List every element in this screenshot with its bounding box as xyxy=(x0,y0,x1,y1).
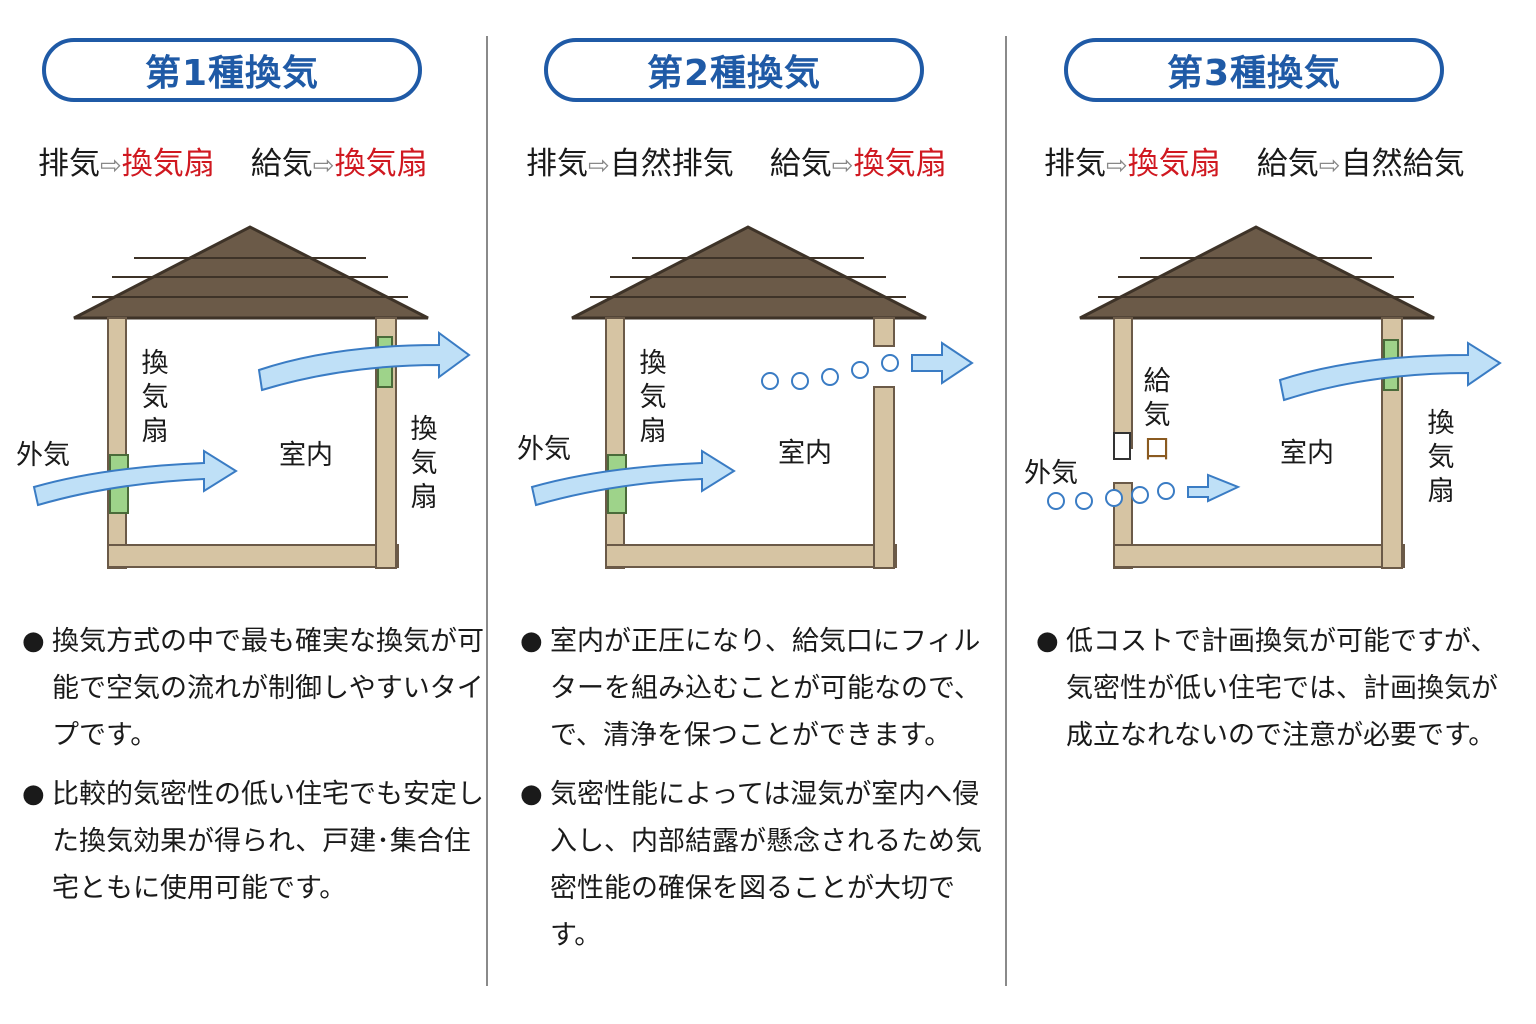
air-arrow-icon xyxy=(530,341,974,507)
arrow-icon: ⇨ xyxy=(1318,151,1341,181)
indoor-label: 室内 xyxy=(1280,438,1334,469)
supply-value: 換気扇 xyxy=(853,146,947,182)
type-3-summary: 排気⇨換気扇給気⇨自然給気 xyxy=(1044,138,1465,183)
type-2-notes: ●室内が正圧になり、給気口にフィルターを組み込むことが可能なので、で、清浄を保つ… xyxy=(520,618,990,971)
outside-air-label: 外気 xyxy=(517,434,571,465)
type-3-column: 第3種換気 排気⇨換気扇給気⇨自然給気 xyxy=(1024,0,1528,1024)
type-1-notes: ●換気方式の中で最も確実な換気が可能で空気の流れが制御しやすいタイプです。 ●比… xyxy=(22,618,492,924)
house-illustration xyxy=(1047,225,1502,569)
roof-icon xyxy=(1079,225,1435,320)
air-arrow-icon xyxy=(1187,341,1502,503)
type-3-house-diagram: 外気 室内 給気口 換気扇 xyxy=(1024,215,1528,595)
note-item: ●気密性能によっては湿気が室内へ侵入し、内部結露が懸念されるため気密性能の確保を… xyxy=(520,771,990,959)
type-2-summary: 排気⇨自然排気給気⇨換気扇 xyxy=(526,138,947,183)
type-1-column: 第1種換気 排気⇨換気扇給気⇨換気扇 xyxy=(14,0,514,1024)
note-item: ●比較的気密性の低い住宅でも安定した換気効果が得られ、戸建･集合住宅ともに使用可… xyxy=(22,771,492,912)
bullet-icon: ● xyxy=(22,626,45,656)
note-item: ●低コストで計画換気が可能ですが、気密性が低い住宅では、計画換気が成立なれないの… xyxy=(1036,618,1506,759)
type-2-house-diagram: 外気 室内 換気扇 xyxy=(512,215,1012,595)
type-1-summary: 排気⇨換気扇給気⇨換気扇 xyxy=(38,138,428,183)
outside-air-label: 外気 xyxy=(16,440,70,471)
supply-label: 給気 xyxy=(769,146,832,182)
supply-vent-label: 給気口 xyxy=(1143,366,1171,465)
fan-label-left: 換気扇 xyxy=(141,348,169,447)
type-2-title-pill: 第2種換気 xyxy=(544,38,924,102)
house-illustration xyxy=(530,225,974,569)
type-1-house-diagram: 外気 室内 換気扇 換気扇 xyxy=(14,215,514,595)
arrow-icon: ⇨ xyxy=(831,151,854,181)
column-divider xyxy=(486,36,488,986)
exhaust-label: 排気 xyxy=(1044,146,1106,182)
exhaust-label: 排気 xyxy=(526,146,588,182)
note-item: ●換気方式の中で最も確実な換気が可能で空気の流れが制御しやすいタイプです。 xyxy=(22,618,492,759)
type-3-title-pill: 第3種換気 xyxy=(1064,38,1444,102)
fan-label-right: 換気扇 xyxy=(410,414,438,513)
type-1-title-pill: 第1種換気 xyxy=(42,38,422,102)
indoor-label: 室内 xyxy=(279,440,333,471)
arrow-icon: ⇨ xyxy=(1106,151,1128,181)
column-divider xyxy=(1005,36,1007,986)
indoor-label: 室内 xyxy=(778,438,832,469)
bullet-icon: ● xyxy=(520,779,543,809)
type-2-column: 第2種換気 排気⇨自然排気給気⇨換気扇 xyxy=(512,0,1012,1024)
type-3-title: 第3種換気 xyxy=(1166,53,1342,94)
air-arrow-icon xyxy=(32,331,471,507)
exhaust-value: 換気扇 xyxy=(1127,146,1221,182)
supply-value: 自然給気 xyxy=(1340,146,1465,182)
exhaust-value: 換気扇 xyxy=(121,146,215,182)
supply-label: 給気 xyxy=(250,146,313,182)
exhaust-value: 自然排気 xyxy=(609,146,734,182)
supply-vent-icon xyxy=(1113,432,1131,460)
type-2-title: 第2種換気 xyxy=(646,53,822,94)
type-3-notes: ●低コストで計画換気が可能ですが、気密性が低い住宅では、計画換気が成立なれないの… xyxy=(1036,618,1506,771)
natural-airflow-dots-icon xyxy=(761,354,899,390)
supply-value: 換気扇 xyxy=(334,146,428,182)
roof-icon xyxy=(571,225,927,320)
note-item: ●室内が正圧になり、給気口にフィルターを組み込むことが可能なので、で、清浄を保つ… xyxy=(520,618,990,759)
arrow-icon: ⇨ xyxy=(588,151,610,181)
bullet-icon: ● xyxy=(520,626,543,656)
fan-label-left: 換気扇 xyxy=(639,348,667,447)
bullet-icon: ● xyxy=(22,779,45,809)
bullet-icon: ● xyxy=(1036,626,1059,656)
exhaust-label: 排気 xyxy=(38,146,100,182)
fan-label-right: 換気扇 xyxy=(1427,408,1455,507)
outside-air-label: 外気 xyxy=(1024,458,1078,489)
roof-icon xyxy=(73,225,429,320)
supply-label: 給気 xyxy=(1256,146,1319,182)
arrow-icon: ⇨ xyxy=(312,151,335,181)
arrow-icon: ⇨ xyxy=(100,151,122,181)
type-1-title: 第1種換気 xyxy=(144,53,320,94)
house-illustration xyxy=(32,225,471,569)
natural-airflow-dots-icon xyxy=(1047,482,1175,510)
